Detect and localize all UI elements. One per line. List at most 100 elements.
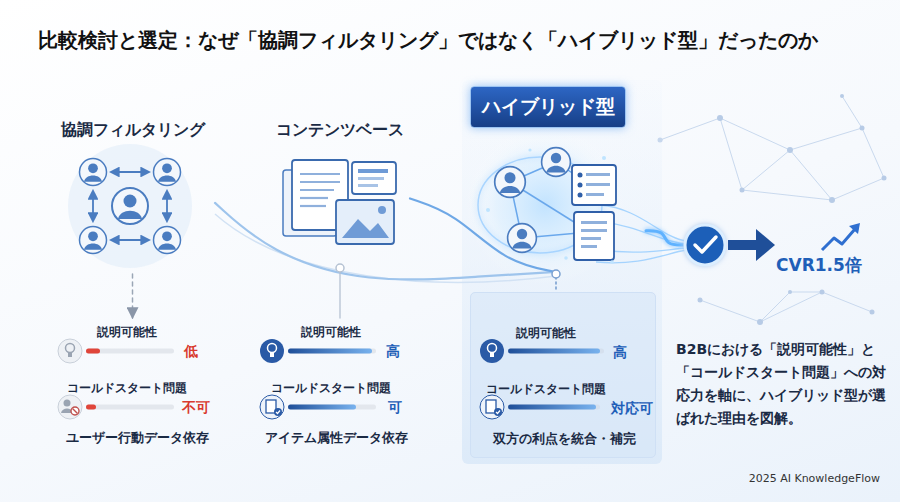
flow-connector — [215, 203, 556, 280]
bulb-icon — [480, 339, 504, 363]
network-dot — [840, 94, 844, 98]
trend-line — [822, 229, 855, 250]
icon-arrow — [92, 191, 94, 221]
hybrid-links — [510, 162, 590, 238]
metric-label: 説明可能性 — [52, 324, 202, 340]
sparkle — [486, 208, 490, 212]
collab-metrics — [58, 339, 174, 419]
network-dot — [740, 188, 745, 193]
glow-backdrop — [465, 125, 625, 285]
metric-panel: 説明可能性低コールドスタート問題不可ユーザー行動データ依存 — [52, 318, 222, 458]
network-dot — [698, 298, 703, 303]
background-network — [660, 96, 884, 322]
column-heading: 協調フィルタリング — [50, 120, 215, 140]
light-streams — [596, 205, 686, 263]
document-lines — [300, 174, 340, 206]
metric-panel: 説明可能性高コールドスタート問題対応可双方の利点を統合・補完 — [470, 292, 656, 458]
network-dot — [658, 138, 663, 143]
network-line — [760, 292, 822, 322]
content-documents-icon — [283, 160, 396, 244]
network-line — [720, 118, 790, 190]
check-badge-mark — [276, 411, 280, 414]
sparkle — [528, 148, 531, 151]
flow-stream — [215, 214, 556, 282]
hybrid-metrics — [480, 339, 604, 419]
document-line — [300, 189, 334, 191]
sparkle — [602, 156, 606, 160]
document-icon — [574, 212, 614, 260]
icon-arrow — [166, 191, 168, 221]
ban-slash — [73, 409, 78, 414]
bulb-icon — [58, 339, 82, 363]
network-dot — [717, 115, 723, 121]
network-line — [842, 96, 884, 178]
sparkle — [564, 256, 568, 260]
drop-connector — [132, 274, 134, 318]
metric-label: 説明可能性 — [481, 325, 611, 341]
network-dot — [787, 147, 793, 153]
bar-track — [86, 349, 174, 354]
bar-track — [288, 349, 376, 354]
panel-footer: 双方の利点を統合・補完 — [471, 431, 657, 447]
bar-track — [288, 405, 376, 410]
bulb-base — [270, 353, 274, 357]
coldstart-person-body — [61, 409, 73, 414]
list-line — [586, 173, 610, 176]
method-column: コンテンツベース — [270, 116, 410, 266]
document-line — [581, 245, 597, 248]
document-back — [283, 170, 337, 236]
list-bullet — [578, 173, 583, 178]
watermark-label: 2025 AI KnowledgeFlow — [720, 472, 880, 486]
connector-dot — [336, 264, 344, 272]
diagram-title: 比較検討と選定：なぜ「協調フィルタリング」ではなく「ハイブリッド型」だったのか — [38, 26, 818, 54]
glow-ring — [478, 157, 602, 253]
person-icon — [154, 159, 181, 186]
trend-arrow-head — [849, 223, 860, 234]
metric-value: 対応可 — [611, 399, 661, 417]
connector-dot — [552, 270, 560, 278]
result-value: CVR1.5倍 — [776, 254, 872, 276]
light-stream — [600, 248, 686, 252]
light-stream — [602, 222, 686, 244]
check-badge-mark — [496, 411, 500, 414]
metric-label: コールドスタート問題 — [52, 380, 202, 396]
document-line — [581, 237, 601, 240]
metric-label: コールドスタート問題 — [256, 380, 406, 396]
list-bullet — [578, 183, 583, 188]
list-card — [572, 165, 616, 205]
icon-backdrop — [68, 144, 192, 268]
card-line — [358, 177, 384, 180]
metric-value: 高 — [613, 343, 659, 361]
network-dot — [870, 310, 875, 315]
network-dot — [882, 176, 887, 181]
network-line — [660, 118, 862, 150]
person-icon — [80, 159, 107, 186]
hybrid-link — [556, 162, 590, 185]
image-card — [336, 200, 394, 244]
person-icon — [154, 227, 181, 254]
bulb-icon — [260, 339, 284, 363]
bar-fill — [508, 405, 596, 410]
light-stream — [600, 205, 686, 241]
document-line — [300, 205, 326, 207]
drop-connector — [555, 272, 557, 292]
flow-connector — [410, 199, 556, 273]
check-mark — [695, 237, 716, 252]
network-dot — [788, 290, 792, 294]
metric-value: 低 — [184, 342, 230, 360]
hybrid-link — [510, 182, 522, 238]
image-mountain — [342, 219, 389, 238]
network-dot — [860, 126, 865, 131]
flow-connector — [646, 231, 684, 245]
bar-track — [86, 405, 174, 410]
check-badge — [274, 408, 282, 416]
bulb-glass — [488, 344, 497, 353]
document-line — [300, 181, 340, 183]
method-column: 協調フィルタリング — [50, 116, 215, 274]
column-heading: コンテンツベース — [270, 120, 410, 140]
bar-fill — [288, 349, 372, 354]
metric-value: 高 — [386, 342, 432, 360]
